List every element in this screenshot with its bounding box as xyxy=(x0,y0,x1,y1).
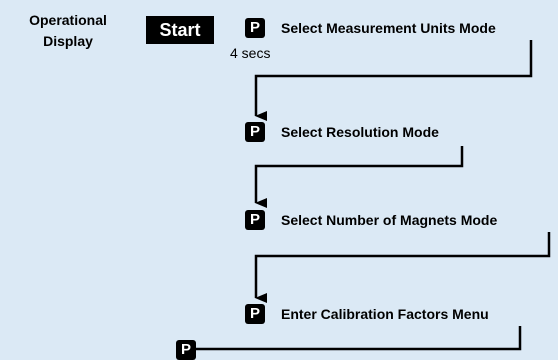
connector-step1-to-step2 xyxy=(254,40,533,121)
step-3-label: Select Number of Magnets Mode xyxy=(281,212,498,228)
connector-step4-return xyxy=(196,326,522,351)
p-key-4: P xyxy=(245,304,265,324)
p-key-1: P xyxy=(245,18,265,38)
hold-duration-note: 4 secs xyxy=(230,45,271,61)
step-2-label: Select Resolution Mode xyxy=(281,124,439,140)
operational-display-line-1: Operational xyxy=(29,12,107,28)
p-key-3: P xyxy=(245,210,265,230)
operational-display-line-2: Display xyxy=(43,33,93,49)
p-key-2: P xyxy=(245,122,265,142)
p-key-return: P xyxy=(176,340,196,360)
step-4-label: Enter Calibration Factors Menu xyxy=(281,306,489,322)
connector-step2-to-step3 xyxy=(254,146,464,208)
operational-display-label: Operational Display xyxy=(18,10,118,52)
step-1-label: Select Measurement Units Mode xyxy=(281,20,496,36)
start-box: Start xyxy=(146,16,214,44)
connector-step3-to-step4 xyxy=(254,232,551,303)
